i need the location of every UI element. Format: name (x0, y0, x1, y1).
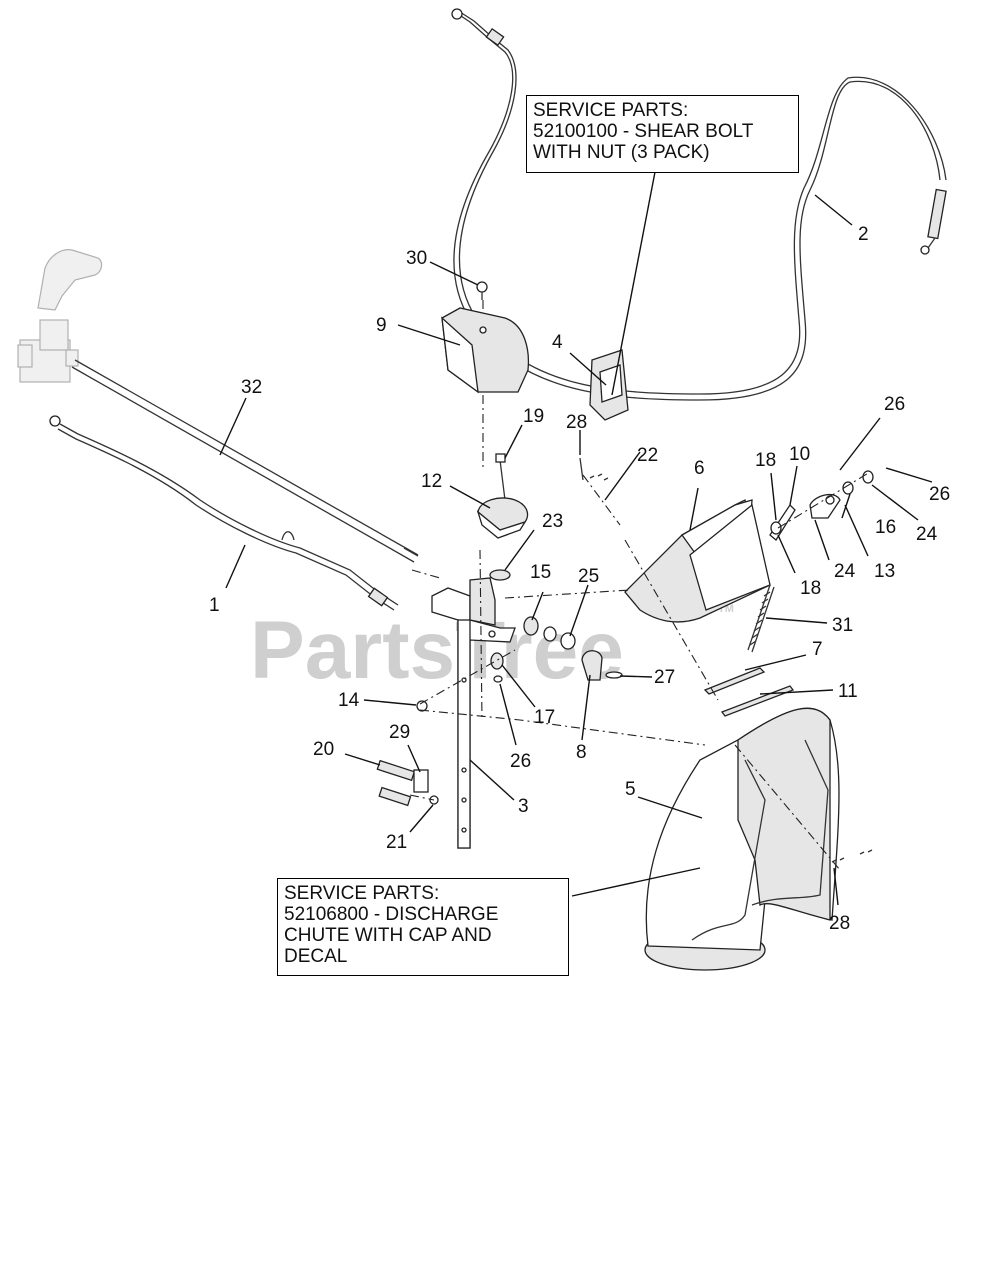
cable-2-end-upper (451, 8, 505, 47)
callout-29: 29 (389, 722, 410, 743)
callout-25: 25 (578, 566, 599, 587)
gear-12 (476, 497, 529, 539)
washer-23 (489, 569, 511, 581)
callout-22: 22 (637, 445, 658, 466)
bolt-20 (376, 759, 416, 782)
cable-1 (49, 415, 399, 611)
callout-28a: 28 (566, 412, 587, 433)
callout-26a: 26 (884, 394, 905, 415)
callout-24b: 24 (834, 561, 856, 582)
discharge-chute-5 (644, 707, 840, 971)
watermark: PartsTree (250, 605, 624, 696)
washer-25 (560, 632, 576, 650)
axis-line-22 (582, 474, 621, 526)
callout-18b: 18 (800, 578, 821, 599)
spring-31 (747, 584, 775, 653)
callout-26c: 26 (510, 751, 531, 772)
bolt-21 (378, 786, 439, 807)
callout-21: 21 (386, 832, 407, 853)
axis-line-rod (411, 569, 631, 599)
axis-line-chute (624, 539, 841, 871)
callout-31: 31 (832, 615, 853, 636)
callout-32: 32 (241, 377, 262, 398)
cable-2-end-lower (920, 188, 947, 255)
callout-11: 11 (838, 681, 858, 702)
service-parts-line: 52100100 - SHEAR BOLT (533, 121, 754, 142)
axis-line-vertical (479, 300, 484, 721)
callout-19: 19 (523, 406, 544, 427)
service-parts-line: CHUTE WITH CAP AND (284, 925, 492, 946)
rod-32 (71, 359, 419, 563)
service-parts-box-shear-bolt: SERVICE PARTS: 52100100 - SHEAR BOLT WIT… (526, 95, 799, 173)
pin-27 (605, 671, 623, 679)
bolt-14 (416, 700, 428, 712)
callout-6: 6 (694, 458, 705, 479)
callout-20: 20 (313, 739, 334, 760)
bracket-3 (431, 577, 516, 849)
callout-23: 23 (542, 511, 563, 532)
deflector-6 (624, 499, 771, 623)
callout-27: 27 (654, 667, 675, 688)
bolt-19 (495, 453, 506, 501)
callout-26b: 26 (929, 484, 950, 505)
bolt-30 (476, 281, 488, 300)
crank-handle-assembly (17, 249, 103, 383)
washer-18 (770, 521, 782, 535)
callout-7: 7 (812, 639, 823, 660)
callout-14: 14 (338, 690, 360, 711)
callout-24a: 24 (916, 524, 938, 545)
cable-2-outer (458, 11, 947, 395)
clip-29 (413, 769, 429, 793)
callout-3: 3 (518, 796, 529, 817)
callout-labels: 1 2 3 4 5 6 7 8 9 10 11 12 13 14 15 16 1… (209, 224, 950, 934)
callout-9: 9 (376, 315, 387, 336)
pinion-8 (581, 650, 603, 681)
callout-13: 13 (874, 561, 895, 582)
nut-28-upper (579, 457, 609, 481)
bushing-17 (490, 652, 504, 670)
callout-28b: 28 (829, 913, 850, 934)
callout-10: 10 (789, 444, 810, 465)
callout-4: 4 (552, 332, 563, 353)
bracket-4 (589, 349, 629, 421)
service-parts-box-discharge-chute: SERVICE PARTS: 52106800 - DISCHARGE CHUT… (277, 878, 569, 976)
axis-line-lever (777, 471, 871, 529)
service-parts-line: 52106800 - DISCHARGE (284, 904, 499, 925)
callout-17: 17 (534, 707, 555, 728)
callout-5: 5 (625, 779, 636, 800)
callout-15: 15 (530, 562, 551, 583)
cable-2 (453, 11, 941, 401)
service-parts-line: SERVICE PARTS: (284, 883, 440, 904)
service-parts-line: DECAL (284, 946, 348, 967)
axis-line-bolt-21 (409, 794, 435, 801)
shim-7 (703, 667, 766, 695)
leader-lines (219, 171, 933, 906)
nut-28-lower (831, 849, 873, 863)
callout-2: 2 (858, 224, 869, 245)
callout-8: 8 (576, 742, 587, 763)
gasket-11 (720, 685, 795, 717)
service-parts-line: WITH NUT (3 PACK) (533, 142, 710, 163)
callout-12: 12 (421, 471, 442, 492)
callout-1: 1 (209, 595, 220, 616)
bracket-13 (809, 493, 841, 519)
axis-line-hardware (419, 649, 706, 746)
washer-25a (543, 626, 557, 642)
washer-26-lower (493, 675, 503, 683)
bushing-15 (523, 616, 539, 636)
callout-18a: 18 (755, 450, 776, 471)
callout-16: 16 (875, 517, 896, 538)
washer-24 (862, 470, 874, 484)
chute-cap-9 (441, 307, 530, 394)
service-parts-line: SERVICE PARTS: (533, 100, 689, 121)
callout-30: 30 (406, 248, 427, 269)
